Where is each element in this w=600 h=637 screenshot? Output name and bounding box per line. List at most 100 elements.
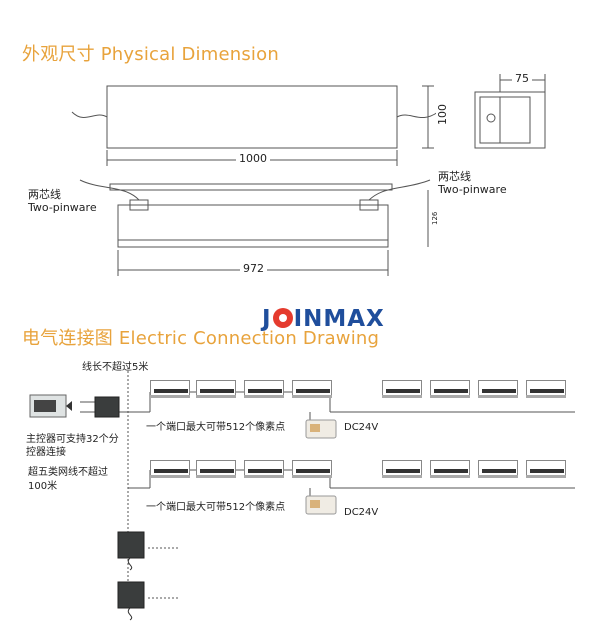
logo-text-rest: INMAX bbox=[293, 306, 385, 332]
led-cap bbox=[150, 475, 190, 478]
led-unit bbox=[478, 380, 518, 398]
led-cap bbox=[292, 475, 332, 478]
wire-label-left-cn: 两芯线 bbox=[28, 188, 61, 201]
led-cap bbox=[244, 395, 284, 398]
led-strip bbox=[530, 469, 564, 473]
led-unit-body bbox=[382, 380, 422, 396]
controller-icon bbox=[29, 394, 67, 418]
wire-right-top bbox=[396, 111, 439, 118]
led-strip bbox=[530, 389, 564, 393]
led-unit-body bbox=[478, 380, 518, 396]
led-strip bbox=[154, 389, 188, 393]
led-unit-body bbox=[526, 380, 566, 396]
led-strip bbox=[434, 389, 468, 393]
led-cap bbox=[478, 475, 518, 478]
led-strip bbox=[296, 469, 330, 473]
led-strip bbox=[386, 469, 420, 473]
led-cap bbox=[244, 475, 284, 478]
led-strip bbox=[296, 389, 330, 393]
led-unit-body bbox=[244, 460, 284, 476]
led-unit bbox=[196, 380, 236, 398]
led-unit-body bbox=[526, 460, 566, 476]
wire-label-right-cn: 两芯线 bbox=[438, 170, 471, 183]
led-unit bbox=[150, 380, 190, 398]
max-line-length-note: 线长不超过5米 bbox=[82, 362, 149, 373]
dimension-side-width: 75 bbox=[512, 72, 532, 85]
port-capacity-note-1: 一个端口最大可带512个像素点 bbox=[146, 422, 286, 433]
led-unit-body bbox=[430, 460, 470, 476]
sub-controller-icon-3 bbox=[117, 581, 145, 621]
led-unit-body bbox=[196, 460, 236, 476]
led-strip bbox=[248, 389, 282, 393]
led-unit bbox=[244, 380, 284, 398]
led-unit bbox=[526, 460, 566, 478]
logo-text-j: J bbox=[262, 306, 272, 332]
electric-connection-title: 电气连接图 Electric Connection Drawing bbox=[22, 328, 380, 349]
led-unit bbox=[382, 380, 422, 398]
led-cap bbox=[382, 475, 422, 478]
led-unit-body bbox=[150, 460, 190, 476]
dimension-small-side: 126 bbox=[431, 208, 439, 228]
power-supply-icon-2 bbox=[305, 495, 337, 515]
led-cap bbox=[382, 395, 422, 398]
controller-note-line1: 主控器可支持32个分 bbox=[26, 434, 119, 445]
fixture-top-view bbox=[106, 85, 398, 149]
led-strip bbox=[386, 389, 420, 393]
led-cap bbox=[430, 475, 470, 478]
led-cap bbox=[430, 395, 470, 398]
port-capacity-note-2: 一个端口最大可带512个像素点 bbox=[146, 502, 286, 513]
led-unit bbox=[430, 460, 470, 478]
led-unit-body bbox=[150, 380, 190, 396]
led-unit bbox=[150, 460, 190, 478]
fixture-bottom-view-body bbox=[117, 204, 389, 248]
joinmax-logo: J INMAX bbox=[262, 306, 385, 332]
led-unit bbox=[244, 460, 284, 478]
psu-label-1: DC24V bbox=[344, 422, 379, 433]
led-cap bbox=[292, 395, 332, 398]
sub-controller-icon-2 bbox=[117, 531, 145, 571]
logo-o-mark bbox=[272, 308, 293, 328]
led-cap bbox=[150, 395, 190, 398]
led-strip bbox=[200, 389, 234, 393]
power-supply-icon bbox=[305, 419, 337, 439]
led-unit bbox=[430, 380, 470, 398]
led-unit-body bbox=[292, 460, 332, 476]
led-strip bbox=[248, 469, 282, 473]
led-cap bbox=[526, 395, 566, 398]
fixture-side-view bbox=[474, 91, 546, 149]
dimension-height: 100 bbox=[436, 101, 449, 128]
controller-note-line2: 控器连接 bbox=[26, 447, 66, 458]
sub-controller-icon bbox=[94, 396, 120, 418]
led-unit bbox=[196, 460, 236, 478]
dimension-length-bottom: 972 bbox=[240, 262, 267, 275]
led-strip bbox=[482, 389, 516, 393]
wire-label-left-en: Two-pinware bbox=[28, 201, 97, 214]
led-unit-body bbox=[430, 380, 470, 396]
fixture-bottom-view-top bbox=[109, 183, 393, 191]
led-cap bbox=[526, 475, 566, 478]
led-unit bbox=[526, 380, 566, 398]
physical-dimension-title: 外观尺寸 Physical Dimension bbox=[22, 44, 279, 65]
led-strip bbox=[200, 469, 234, 473]
led-unit-body bbox=[292, 380, 332, 396]
led-strip bbox=[154, 469, 188, 473]
led-unit-body bbox=[196, 380, 236, 396]
led-cap bbox=[196, 395, 236, 398]
led-cap bbox=[478, 395, 518, 398]
psu-label-2: DC24V bbox=[344, 507, 379, 518]
wire-left-bottom bbox=[79, 179, 140, 201]
led-strip bbox=[434, 469, 468, 473]
wire-label-right-en: Two-pinware bbox=[438, 183, 507, 196]
led-unit bbox=[292, 460, 332, 478]
wire-left-top bbox=[71, 111, 108, 118]
led-unit-body bbox=[382, 460, 422, 476]
cat5-note-line1: 超五类网线不超过 bbox=[28, 467, 108, 478]
led-strip bbox=[482, 469, 516, 473]
wire-right-bottom bbox=[368, 179, 431, 201]
led-cap bbox=[196, 475, 236, 478]
led-unit bbox=[478, 460, 518, 478]
led-unit-body bbox=[478, 460, 518, 476]
led-unit-body bbox=[244, 380, 284, 396]
dimension-length-top: 1000 bbox=[236, 152, 270, 165]
